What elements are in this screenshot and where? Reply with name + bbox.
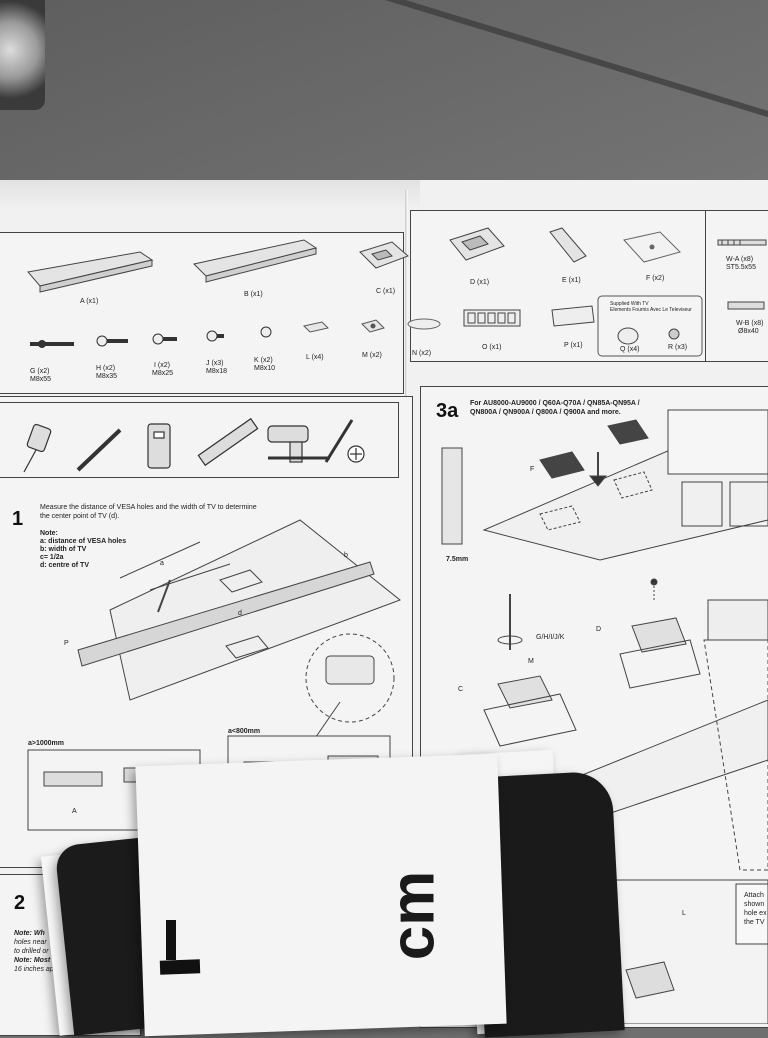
bolt-h — [96, 335, 128, 347]
bolt-i — [152, 333, 177, 345]
bolt-j — [206, 330, 224, 342]
step-3a-models-2: QN800A / QN900A / Q800A / Q900A and more… — [470, 409, 621, 416]
part-b-plate — [192, 239, 318, 283]
part-r — [668, 328, 680, 340]
part-f-pad — [623, 231, 681, 263]
step-1-gt1000: a>1000mm — [28, 740, 65, 747]
label-part-q: Q (x4) — [620, 346, 640, 353]
label-part-d: D (x1) — [470, 279, 490, 286]
step-1-label-b: b — [344, 552, 348, 559]
step-1-label-A: A — [72, 808, 77, 815]
step-3a-number: 3a — [436, 400, 459, 422]
label-part-o: O (x1) — [482, 344, 502, 351]
step-3a-depth: 7.5mm — [446, 556, 469, 563]
step-1-instruction-2: the center point of TV (d). — [40, 513, 120, 520]
step-1-note-c: c= 1/2a — [40, 554, 64, 561]
step-3a-label-m: M — [528, 658, 534, 665]
step-3a-label-l: L — [682, 910, 686, 917]
supplied-box — [597, 295, 703, 357]
label-part-j: J (x3) — [206, 360, 224, 367]
parts-panel-screws — [705, 210, 768, 362]
label-part-h: H (x2) — [96, 365, 116, 372]
part-a-plate — [27, 251, 154, 293]
part-p — [551, 305, 595, 327]
step-3a-label-f: F — [530, 466, 535, 473]
label-part-g: G (x2) — [30, 368, 50, 375]
label-part-j-size: M8x18 — [206, 368, 228, 375]
step-3a-attach-3: hole ex — [744, 910, 767, 917]
step-2-note-1: Note: Wh — [14, 930, 45, 937]
label-supplied: Supplied With TV — [610, 301, 649, 307]
step-3a-attach-1: Attach — [744, 892, 764, 899]
label-part-f: F (x2) — [646, 275, 665, 282]
label-part-g-size: M8x55 — [30, 376, 52, 383]
label-part-l: L (x4) — [306, 354, 324, 361]
card-black-bar-2 — [166, 920, 176, 960]
disc-n — [407, 318, 441, 330]
step-1-label-p: P — [64, 640, 69, 647]
label-part-k-size: M8x10 — [254, 365, 276, 372]
sheet-shadow — [0, 180, 420, 210]
step-3a-label-d: D — [596, 626, 602, 633]
step-1-label-d: d — [238, 610, 242, 617]
step-3a-attach-4: the TV — [744, 919, 765, 926]
label-part-i: I (x2) — [154, 362, 170, 369]
part-e-bar — [549, 227, 587, 263]
label-part-e: E (x1) — [562, 277, 581, 284]
label-part-i-size: M8x25 — [152, 370, 174, 377]
step-1-note-b: b: width of TV — [40, 546, 87, 553]
step-1-lt800: a<800mm — [228, 728, 261, 735]
bolt-k — [260, 326, 272, 338]
parts-panel-left — [0, 232, 404, 394]
part-d-bracket — [449, 227, 505, 261]
part-c-bracket — [359, 241, 409, 269]
label-part-wb-size: Ø8x40 — [738, 328, 759, 335]
label-part-m: M (x2) — [362, 352, 382, 359]
step-3a-attach-2: shown — [744, 901, 765, 908]
step-2-note-3: to drilled or — [14, 948, 49, 955]
spacer-l — [303, 321, 329, 333]
label-part-a: A (x1) — [80, 298, 99, 305]
step-1-note-a: a: distance of VESA holes — [40, 538, 127, 545]
label-part-r: R (x3) — [668, 344, 688, 351]
step-2-number: 2 — [14, 892, 26, 914]
card-front — [135, 753, 507, 1037]
step-1-note-d: d: centre of TV — [40, 562, 90, 569]
step-1-number: 1 — [12, 508, 24, 530]
tools-box — [0, 402, 399, 478]
part-wb-anchor — [727, 301, 765, 310]
label-part-p: P (x1) — [564, 342, 583, 349]
step-1-label-a: a — [160, 560, 164, 567]
corner-object — [0, 0, 45, 110]
label-part-wb: W-B (x8) — [736, 320, 764, 327]
step-2-note-2: holes near — [14, 939, 47, 946]
step-2-note-4: Note: Most — [14, 957, 51, 964]
step-3a-label-ghijk: G/H/I/J/K — [536, 634, 565, 641]
step-1-note-title: Note: — [40, 530, 58, 537]
card-black-bar — [159, 959, 201, 975]
washer-m — [361, 319, 385, 333]
label-part-wa: W-A (x8) — [726, 256, 754, 263]
step-3a-models-1: For AU8000-AU9000 / Q60A-Q70A / QN85A-QN… — [470, 400, 640, 407]
part-q — [617, 327, 639, 345]
step-1-instruction: Measure the distance of VESA holes and t… — [40, 504, 257, 511]
step-3a-label-c: C — [458, 686, 464, 693]
label-part-n: N (x2) — [412, 350, 432, 357]
card-cm-text: cm — [378, 870, 448, 961]
label-supplied-fr: Elements Fournis Avec Le Televiseur — [610, 307, 692, 313]
step-2-note-5: 16 inches ap — [14, 966, 54, 973]
label-part-wa-size: ST5.5x55 — [726, 264, 756, 271]
label-part-k: K (x2) — [254, 357, 273, 364]
spacer-o — [463, 309, 521, 327]
bolt-g — [30, 340, 74, 348]
part-wa-screw — [717, 239, 767, 246]
label-part-h-size: M8x35 — [96, 373, 118, 380]
label-part-b: B (x1) — [244, 291, 263, 298]
label-part-c: C (x1) — [376, 288, 396, 295]
